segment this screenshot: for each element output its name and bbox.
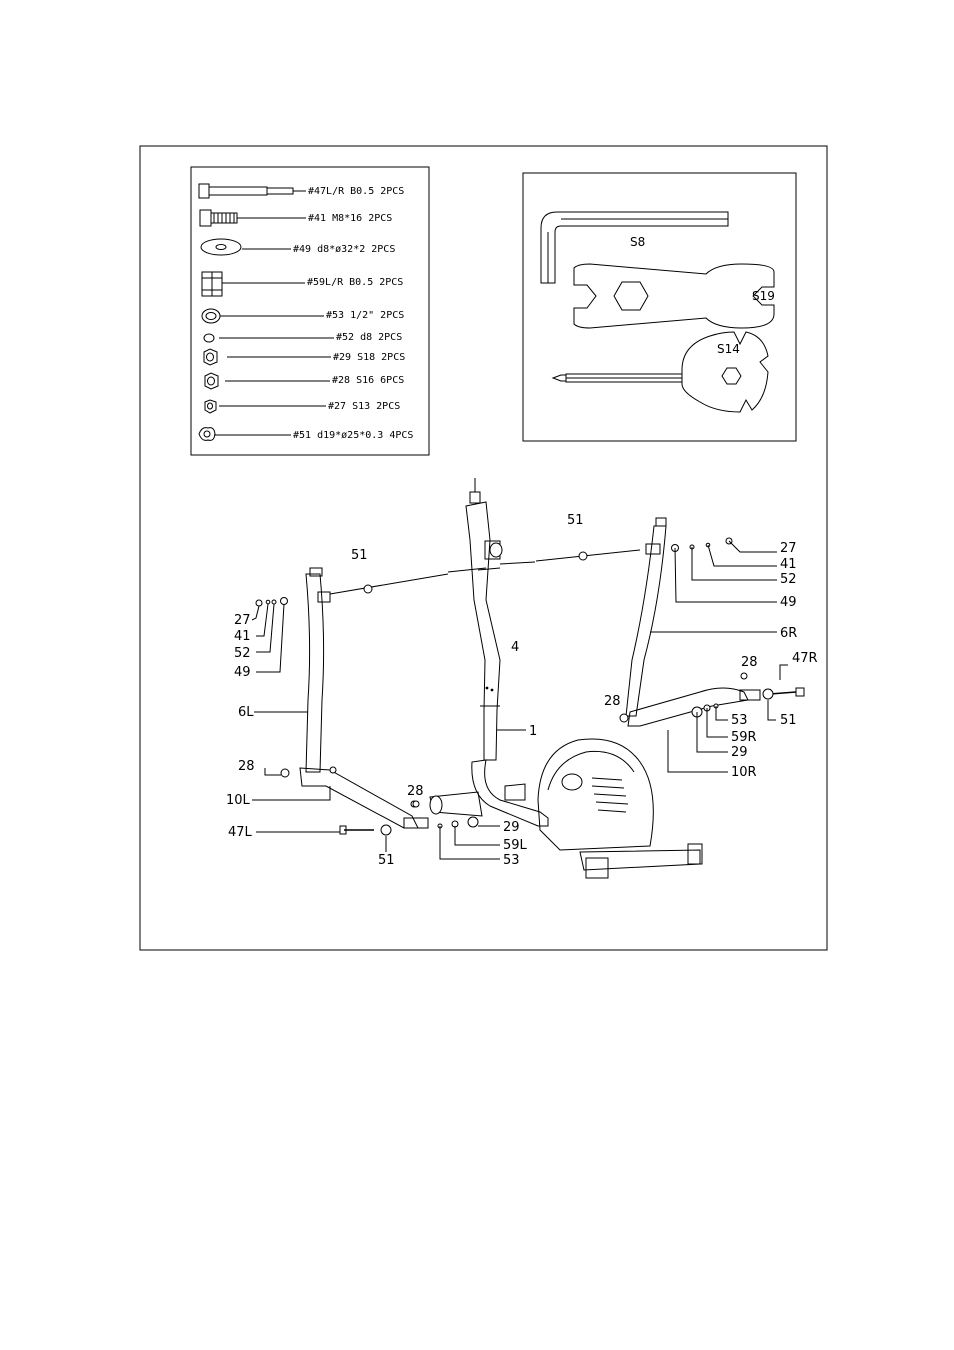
part-label: #49 d8*ø32*2 2PCS bbox=[293, 244, 395, 255]
allen-key-label: S8 bbox=[630, 235, 645, 249]
wrench-icon bbox=[573, 263, 775, 329]
tools-box: S8 S19 S14 bbox=[522, 172, 797, 442]
callout-27: 27 bbox=[780, 541, 797, 556]
bolt-long-icon bbox=[198, 183, 294, 199]
callout-28: 28 bbox=[238, 759, 255, 774]
handle-bar-right bbox=[625, 517, 667, 717]
callout-51: 51 bbox=[780, 713, 797, 728]
stabilizer bbox=[579, 849, 701, 871]
callout-4: 4 bbox=[511, 640, 519, 655]
tools-box-frame bbox=[522, 172, 797, 442]
screwdriver-wrench-icon bbox=[551, 331, 769, 413]
callout-59r: 59R bbox=[731, 730, 757, 745]
callout-51: 51 bbox=[351, 548, 368, 563]
washer-curved-icon bbox=[200, 238, 242, 256]
callout-6l: 6L bbox=[238, 705, 254, 720]
callout-29: 29 bbox=[731, 745, 748, 760]
nut-hex-small-icon bbox=[204, 399, 217, 414]
flywheel-cover bbox=[537, 738, 654, 851]
callout-53: 53 bbox=[503, 853, 520, 868]
wrench-label: S19 bbox=[752, 289, 775, 303]
callout-28: 28 bbox=[741, 655, 758, 670]
handle-bar-left bbox=[305, 567, 331, 773]
nut-cap-icon bbox=[201, 271, 223, 297]
axle-right bbox=[535, 549, 641, 562]
bolt-hex-icon bbox=[199, 209, 238, 227]
callout-51: 51 bbox=[567, 513, 584, 528]
screwdriver-wrench-label: S14 bbox=[717, 342, 740, 356]
part-label: #52 d8 2PCS bbox=[336, 332, 402, 343]
callout-59l: 59L bbox=[503, 838, 528, 853]
part-label: #28 S16 6PCS bbox=[332, 375, 404, 386]
callout-49: 49 bbox=[234, 665, 251, 680]
callout-28: 28 bbox=[604, 694, 621, 709]
center-post bbox=[465, 478, 503, 761]
callout-52: 52 bbox=[234, 646, 251, 661]
callout-41: 41 bbox=[234, 629, 251, 644]
base-frame bbox=[429, 738, 703, 879]
callout-41: 41 bbox=[780, 557, 797, 572]
part-label: #51 d19*ø25*0.3 4PCS bbox=[293, 430, 413, 441]
nut-hex-icon bbox=[204, 372, 219, 390]
callout-1: 1 bbox=[529, 724, 537, 739]
hex-hole-icon bbox=[613, 281, 649, 311]
machine-drawing: 51 27 41 52 49 6R 28 47R 51 28 53 59R 29… bbox=[226, 478, 818, 879]
parts-list-frame bbox=[190, 166, 430, 456]
nut-hex-icon bbox=[203, 348, 218, 366]
part-label: #29 S18 2PCS bbox=[333, 352, 405, 363]
leader-lines bbox=[251, 540, 788, 860]
part-label: #59L/R B0.5 2PCS bbox=[307, 277, 403, 288]
part-label: #47L/R B0.5 2PCS bbox=[308, 186, 404, 197]
callout-10r: 10R bbox=[731, 765, 757, 780]
callout-51: 51 bbox=[378, 853, 395, 868]
callout-47r: 47R bbox=[792, 651, 818, 666]
callout-47l: 47L bbox=[228, 825, 253, 840]
callout-10l: 10L bbox=[226, 793, 251, 808]
callout-49: 49 bbox=[780, 595, 797, 610]
part-label: #41 M8*16 2PCS bbox=[308, 213, 392, 224]
parts-list: #47L/R B0.5 2PCS #41 M8*16 2PCS #49 d8*ø… bbox=[190, 166, 430, 456]
callout-29: 29 bbox=[503, 820, 520, 835]
part-label: #53 1/2" 2PCS bbox=[326, 310, 404, 321]
allen-key-icon bbox=[540, 211, 729, 284]
washer-ring-icon bbox=[201, 308, 221, 324]
callout-6r: 6R bbox=[780, 626, 797, 641]
callout-28: 28 bbox=[407, 784, 424, 799]
part-label: #27 S13 2PCS bbox=[328, 401, 400, 412]
callout-27: 27 bbox=[234, 613, 251, 628]
washer-wave-icon bbox=[198, 427, 216, 441]
outer-frame bbox=[139, 145, 828, 951]
washer-small-icon bbox=[203, 333, 215, 343]
axle-left bbox=[329, 573, 449, 595]
pedal-arm-right bbox=[619, 672, 761, 727]
callout-52: 52 bbox=[780, 572, 797, 587]
callout-53: 53 bbox=[731, 713, 748, 728]
callout-labels: 51 27 41 52 49 6R 28 47R 51 28 53 59R 29… bbox=[226, 513, 818, 868]
